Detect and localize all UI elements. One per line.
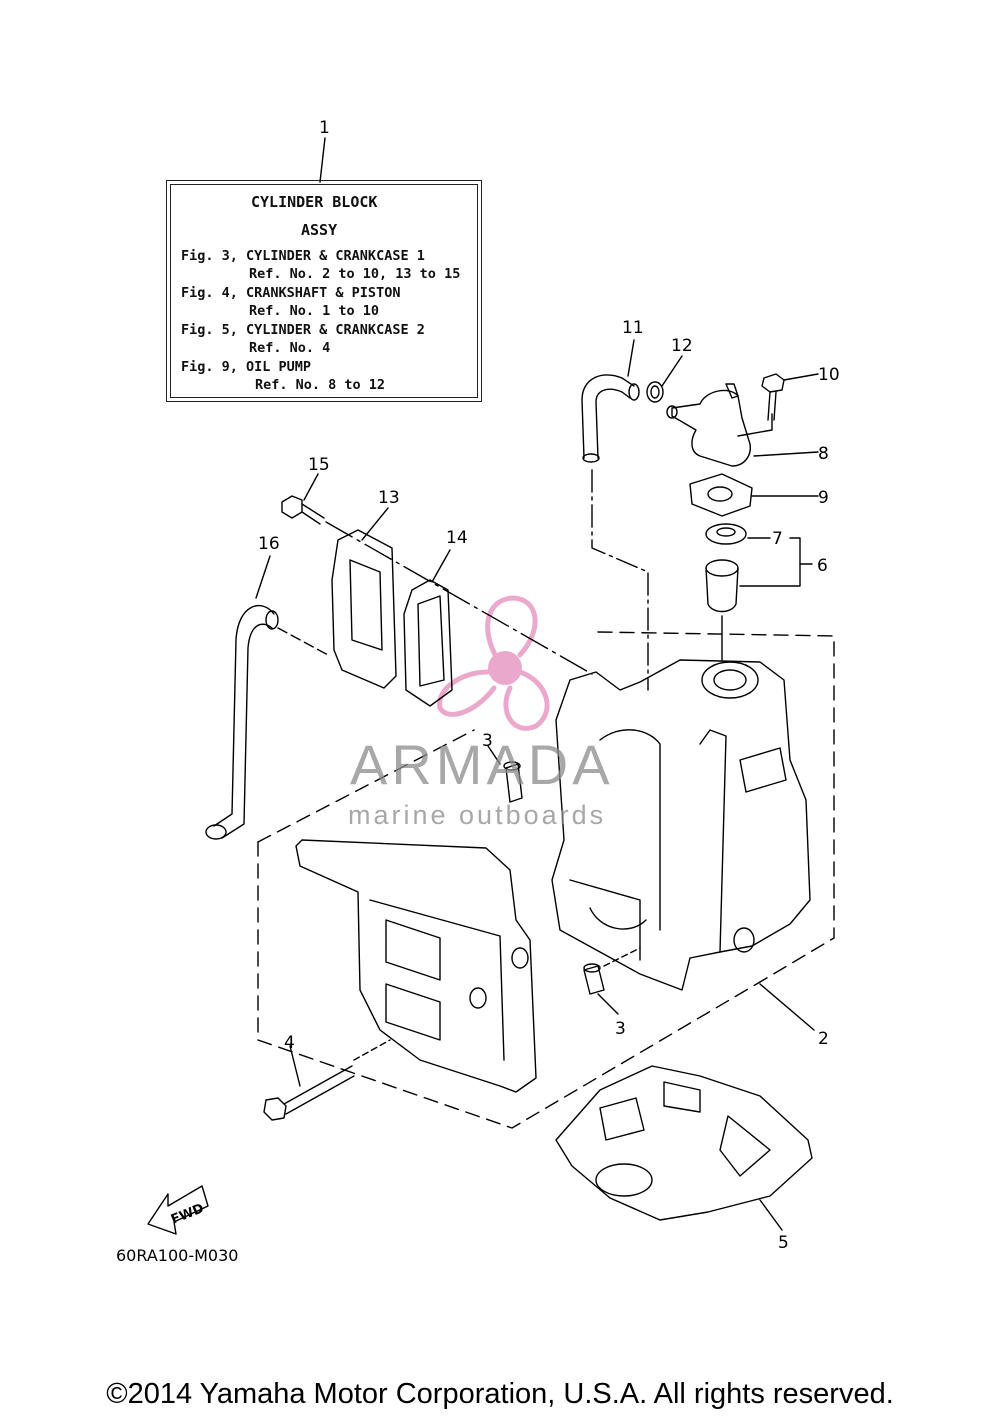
copyright-notice: ©2014 Yamaha Motor Corporation, U.S.A. A… [106, 1378, 894, 1410]
part-3-dowel-upper [487, 745, 523, 803]
callout-3-upper: 3 [482, 731, 493, 751]
part-6-thermostat [705, 537, 813, 661]
part-15-bolt [281, 473, 593, 675]
part-8-thermostat-cover [666, 383, 819, 467]
part-14-exhaust-gasket [403, 549, 453, 707]
part-13-exhaust-cover [331, 507, 397, 689]
legend-title: CYLINDER BLOCK [251, 193, 378, 211]
leader-1 [319, 137, 326, 183]
callout-6: 6 [817, 556, 828, 576]
callout-3-lower: 3 [615, 1019, 626, 1039]
callout-4: 4 [284, 1033, 295, 1053]
legend-box-inner-border [170, 184, 478, 398]
legend-line: Fig. 9, OIL PUMP [181, 359, 312, 375]
callout-1: 1 [319, 118, 330, 138]
legend-line: Ref. No. 8 to 12 [255, 377, 386, 393]
crankcase-half [295, 839, 537, 1093]
legend-line: Ref. No. 2 to 10, 13 to 15 [249, 266, 461, 282]
callout-8: 8 [818, 444, 829, 464]
watermark-brand: ARMADA [350, 733, 614, 796]
callout-12: 12 [671, 336, 693, 356]
callout-11: 11 [622, 318, 644, 338]
callout-10: 10 [818, 365, 840, 385]
part-10-bolt [761, 373, 819, 421]
legend-line: Fig. 4, CRANKSHAFT & PISTON [181, 285, 401, 301]
callout-7: 7 [772, 529, 783, 549]
legend-subtitle: ASSY [301, 221, 338, 239]
diagram-code: 60RA100-M030 [116, 1246, 239, 1265]
callout-2: 2 [818, 1029, 829, 1049]
part-3-dowel-lower [583, 947, 641, 1015]
callout-13: 13 [378, 488, 400, 508]
callout-labels: 1 2 3 3 4 5 6 7 8 9 10 11 12 13 14 15 16… [169, 118, 840, 1253]
part-9-gasket [689, 473, 819, 517]
legend-line: Fig. 3, CYLINDER & CRANKCASE 1 [181, 248, 425, 264]
part-4-bolt [263, 1039, 391, 1121]
fwd-arrow-icon [147, 1185, 209, 1235]
part-12-clip [646, 355, 683, 403]
fwd-label: FWD [169, 1201, 206, 1228]
callout-5: 5 [778, 1233, 789, 1253]
callout-16: 16 [258, 534, 280, 554]
part-11-hose [581, 339, 649, 691]
part-2-cylinder-block [551, 659, 815, 1031]
legend-line: Ref. No. 1 to 10 [249, 303, 380, 319]
legend-box: CYLINDER BLOCK ASSY Fig. 3, CYLINDER & C… [166, 180, 482, 402]
part-7-seal-ring [705, 523, 771, 545]
watermark-tagline: marine outboards [348, 800, 607, 830]
callout-9: 9 [818, 488, 829, 508]
legend-line: Fig. 5, CYLINDER & CRANKCASE 2 [181, 322, 425, 338]
watermark-propeller-logo [437, 595, 550, 731]
assembly-outline-cylinder [257, 631, 835, 1129]
legend-line: Ref. No. 4 [249, 340, 331, 356]
part-5-base-gasket [555, 1065, 813, 1231]
callout-14: 14 [446, 528, 468, 548]
callout-15: 15 [308, 455, 330, 475]
part-16-hose [205, 555, 331, 840]
